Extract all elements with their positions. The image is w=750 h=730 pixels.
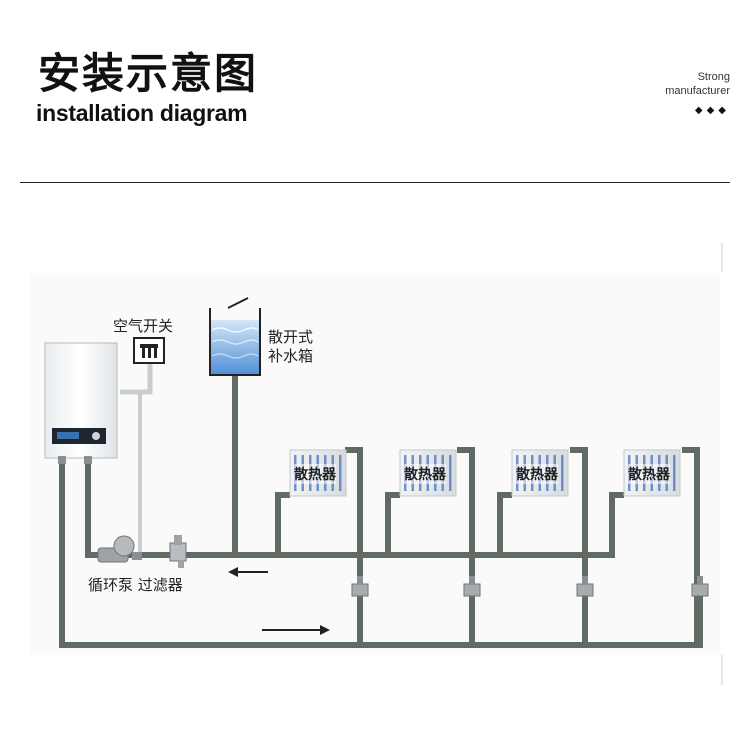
circulation-pump: [97, 535, 142, 563]
radiator-2-label: 散热器: [404, 464, 446, 484]
flow-arrow-return: [228, 567, 268, 577]
filter: [169, 535, 187, 568]
radiator-1-label: 散热器: [294, 464, 336, 484]
valve-4-icon: [691, 576, 709, 597]
brand-tagline: Strong manufacturer ◆◆◆: [665, 70, 730, 118]
return-valves: [351, 576, 709, 597]
valve-3-icon: [576, 576, 594, 597]
electric-boiler: [44, 342, 118, 464]
radiator-4-label: 散热器: [628, 464, 670, 484]
radiator-2-inlet-pipe: [385, 492, 400, 555]
radiator-3-label: 散热器: [516, 464, 558, 484]
brand-line-manufacturer: manufacturer: [665, 85, 730, 97]
tank-label: 散开式 补水箱: [268, 328, 313, 366]
radiator-4-inlet-pipe: [609, 492, 624, 555]
boiler-display-screen: [57, 432, 79, 439]
air-switch-label: 空气开关: [113, 317, 174, 335]
expansion-tank: [209, 297, 261, 376]
header-divider: [20, 182, 730, 183]
diamond-dots-icon: ◆◆◆: [694, 105, 730, 116]
flow-arrow-supply: [262, 625, 330, 635]
pump-filter-label: 循环泵 过滤器: [88, 576, 183, 594]
air-switch: [133, 337, 165, 364]
tank-label-line-1: 散开式: [268, 328, 314, 346]
valve-2-icon: [463, 576, 481, 597]
radiator-3-inlet-pipe: [497, 492, 512, 555]
boiler-knob-icon: [92, 432, 100, 440]
tank-label-line-2: 补水箱: [268, 347, 314, 365]
brand-line-strong: Strong: [697, 71, 730, 83]
supply-pipe: [85, 460, 615, 558]
page-title-english: installation diagram: [36, 100, 248, 126]
page-title-chinese: 安装示意图: [38, 49, 259, 98]
tank-lid-icon: [227, 297, 249, 309]
power-cable: [120, 363, 153, 395]
radiator-1-inlet-pipe: [275, 492, 290, 555]
valve-1-icon: [351, 576, 369, 597]
